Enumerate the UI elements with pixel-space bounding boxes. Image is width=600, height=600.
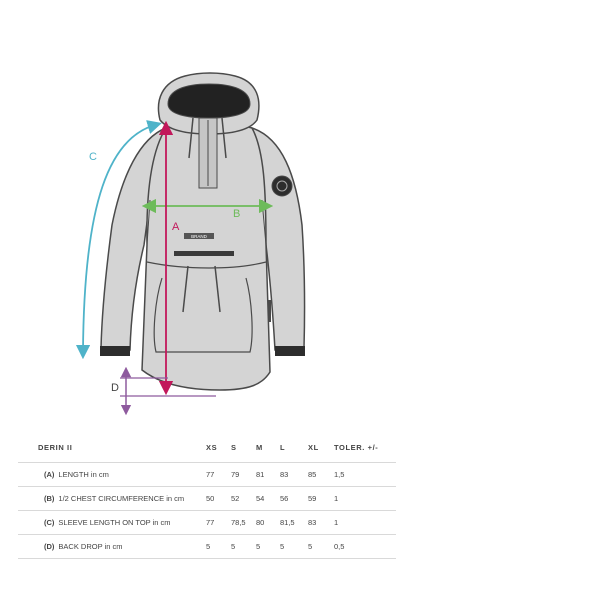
measurement-label: BACK DROP in cm — [58, 542, 123, 551]
measurement-label-cell: (A)LENGTH in cm — [44, 463, 109, 486]
hood-opening — [167, 83, 251, 119]
jacket-drawing: BRAND — [100, 72, 306, 391]
hood-drawstring-right — [221, 117, 227, 159]
measurement-value: 54 — [256, 494, 265, 503]
measurement-label-cell: (D)BACK DROP in cm — [44, 535, 122, 558]
table-row: (C)SLEEVE LENGTH ON TOP in cm 77 78,5 80 81,… — [18, 511, 396, 535]
measurement-value: 79 — [231, 470, 240, 479]
measure-d-label: D — [111, 382, 119, 394]
measurement-value: 78,5 — [231, 518, 246, 527]
tolerance-value: 1,5 — [334, 470, 345, 479]
measurement-label: 1/2 CHEST CIRCUMFERENCE in cm — [58, 494, 185, 503]
product-name: DERIN II — [38, 442, 73, 452]
size-header: XS — [206, 442, 218, 452]
measurement-label-cell: (C)SLEEVE LENGTH ON TOP in cm — [44, 511, 171, 534]
measurement-value: 80 — [256, 518, 265, 527]
measurement-label: SLEEVE LENGTH ON TOP in cm — [58, 518, 171, 527]
measurement-value: 77 — [206, 518, 215, 527]
table-row: (B)1/2 CHEST CIRCUMFERENCE in cm 50 52 54 56… — [18, 487, 396, 511]
measurement-letter: (A) — [44, 470, 55, 479]
measurement-value: 5 — [280, 542, 285, 551]
waist-drawcord-right — [214, 265, 221, 313]
measure-b-label: B — [233, 208, 240, 220]
tolerance-value: 0,5 — [334, 542, 345, 551]
measurement-value: 77 — [206, 470, 215, 479]
measurement-value: 52 — [231, 494, 240, 503]
sleeve-badge-inner — [276, 180, 288, 192]
measure-c-label: C — [89, 151, 97, 163]
measurement-letter: (C) — [44, 518, 55, 527]
sleeve-badge-icon — [271, 175, 293, 197]
size-header: XL — [308, 442, 319, 452]
size-table-header: DERIN II XS S M L XL TOLER. +/- — [18, 432, 396, 463]
measurement-label: LENGTH in cm — [58, 470, 109, 479]
measurement-value: 59 — [308, 494, 317, 503]
measurement-value: 81 — [256, 470, 265, 479]
measurement-label-cell: (B)1/2 CHEST CIRCUMFERENCE in cm — [44, 487, 184, 510]
table-row: (D)BACK DROP in cm 5 5 5 5 5 0,5 — [18, 535, 396, 559]
measurement-value: 83 — [308, 518, 317, 527]
size-header: S — [231, 442, 237, 452]
right-cuff — [275, 346, 305, 356]
tolerance-value: 1 — [334, 518, 339, 527]
measurement-value: 85 — [308, 470, 317, 479]
measure-c-arrow — [75, 120, 162, 360]
measurement-value: 50 — [206, 494, 215, 503]
measurement-value: 5 — [308, 542, 313, 551]
measurement-value: 5 — [231, 542, 236, 551]
hood-drawstring-left — [188, 117, 194, 159]
table-row: (A)LENGTH in cm 77 79 81 83 85 1,5 — [18, 463, 396, 487]
measurement-value: 56 — [280, 494, 289, 503]
tolerance-header: TOLER. +/- — [334, 442, 379, 452]
chest-brand-tag — [184, 233, 214, 239]
brand-tag-text: BRAND — [191, 234, 208, 239]
size-header: M — [256, 442, 263, 452]
measure-a-label: A — [172, 221, 180, 233]
size-table: DERIN II XS S M L XL TOLER. +/- (A)LENGTH in cm… — [18, 432, 396, 559]
measurement-letter: (B) — [44, 494, 55, 503]
side-pocket — [268, 300, 271, 322]
jacket-measurement-diagram: BRAND C B A D — [75, 72, 306, 416]
measurement-value: 81,5 — [280, 518, 295, 527]
waist-zip-pocket — [174, 251, 234, 256]
measurement-value: 5 — [256, 542, 261, 551]
size-header: L — [280, 442, 286, 452]
left-cuff — [100, 346, 130, 356]
waist-drawcord-left — [182, 265, 189, 313]
measurement-value: 83 — [280, 470, 289, 479]
tolerance-value: 1 — [334, 494, 339, 503]
measurement-letter: (D) — [44, 542, 55, 551]
measurement-value: 5 — [206, 542, 211, 551]
